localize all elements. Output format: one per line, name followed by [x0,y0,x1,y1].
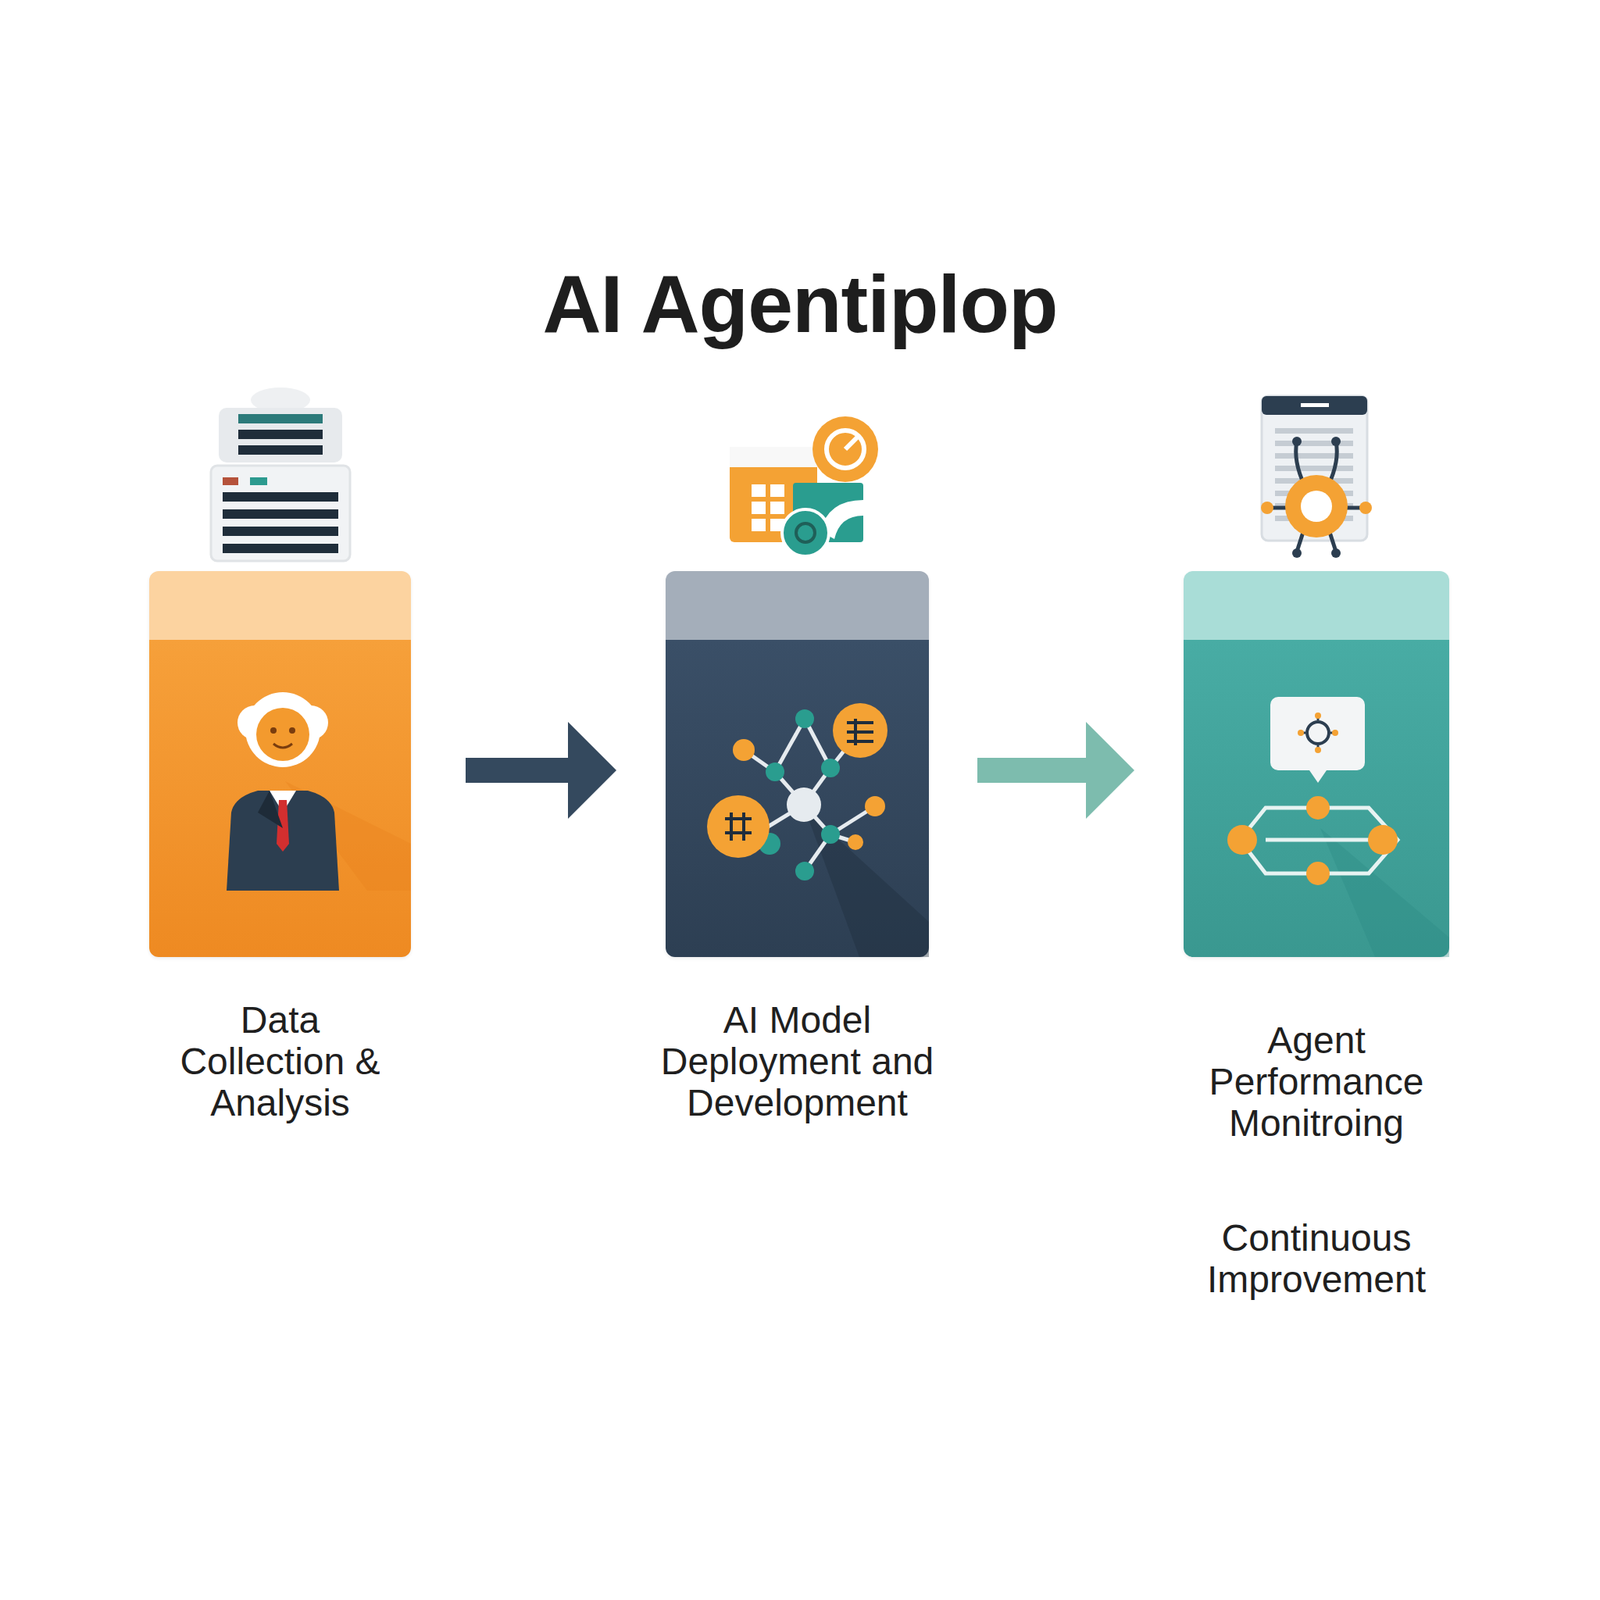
process-box: Data Collection & Analysis [149,571,411,958]
step-label: Agent Performance Monitroing [1183,1019,1450,1144]
calendar-icon [729,416,879,557]
network-icon [707,703,929,958]
step-label: AI Model Deployment and Development [633,999,962,1124]
step-label: Data Collection & Analysis [163,999,398,1124]
flow-arrow [465,757,569,783]
person-icon [226,692,411,891]
flow-icon [1227,696,1450,958]
server-icon [210,387,350,561]
process-box: AI Model Deployment and Development [665,571,929,958]
process-box: Agent Performance MonitroingContinuous I… [1183,571,1450,958]
monitor-doc-icon [1260,396,1372,558]
flow-arrow [977,757,1087,783]
step-note: Continuous Improvement [1183,1217,1450,1300]
diagram-title: AI Agentiplop [0,257,1600,351]
